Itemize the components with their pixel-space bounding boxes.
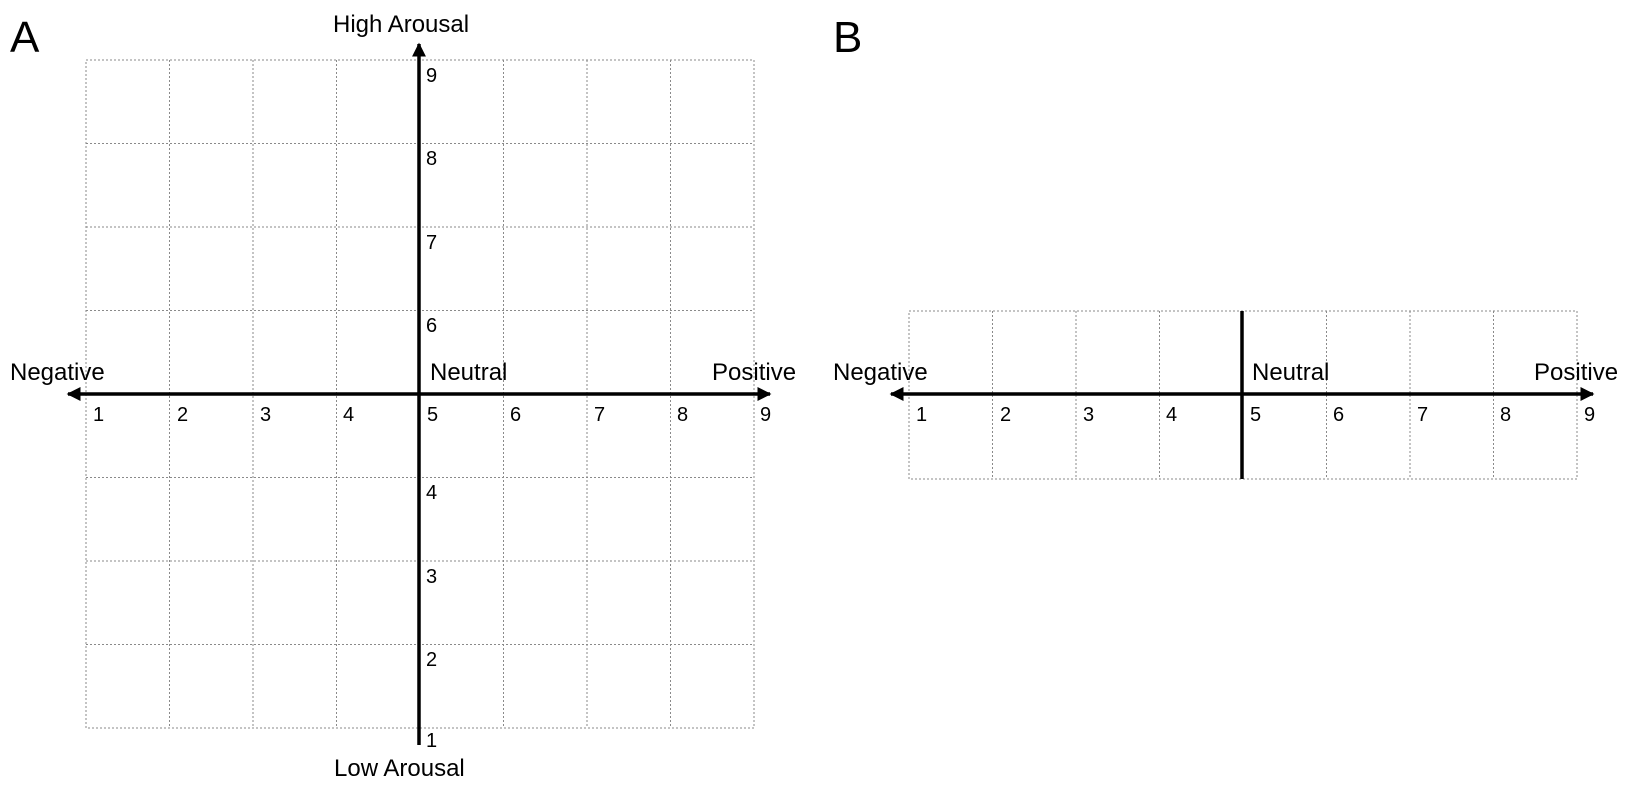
panel-a-x-tick: 6 <box>510 404 521 426</box>
panel-b-x-ticks: 1 2 3 4 5 6 7 8 9 <box>916 404 1595 426</box>
panel-a-x-tick: 9 <box>760 404 771 426</box>
panel-b-neutral-label: Neutral <box>1252 359 1329 386</box>
panel-a-x-ticks: 1 2 3 4 5 6 7 8 9 <box>93 404 771 426</box>
panel-a-x-tick: 4 <box>343 404 354 426</box>
panel-a-y-tick: 3 <box>426 566 437 588</box>
panel-b-x-tick: 3 <box>1083 404 1094 426</box>
panel-a-x-tick: 1 <box>93 404 104 426</box>
panel-b-x-tick: 9 <box>1584 404 1595 426</box>
panel-a-positive-label: Positive <box>712 359 796 386</box>
panel-a-negative-label: Negative <box>10 359 105 386</box>
panel-a-label: A <box>10 13 40 62</box>
panel-a-y-tick: 8 <box>426 148 437 170</box>
panel-b-x-tick: 1 <box>916 404 927 426</box>
panel-a-x-tick: 8 <box>677 404 688 426</box>
panel-a-low-arousal-label: Low Arousal <box>334 755 465 782</box>
panel-b-x-tick: 8 <box>1500 404 1511 426</box>
panel-a-y-tick: 6 <box>426 315 437 337</box>
panel-b-label: B <box>833 13 862 62</box>
panel-a-y-ticks: 9 8 7 6 4 3 2 1 <box>426 65 437 752</box>
panel-a-y-tick: 2 <box>426 649 437 671</box>
panel-a-x-tick: 5 <box>427 404 438 426</box>
panel-a: A High Arousal Low Arousal Negative Neut… <box>10 11 796 782</box>
panel-a-y-tick: 4 <box>426 482 437 504</box>
panel-b-positive-label: Positive <box>1534 359 1618 386</box>
panel-a-x-tick: 3 <box>260 404 271 426</box>
panel-a-x-tick: 2 <box>177 404 188 426</box>
panel-a-y-tick: 9 <box>426 65 437 87</box>
panel-b-x-tick: 6 <box>1333 404 1344 426</box>
panel-b-x-tick: 2 <box>1000 404 1011 426</box>
panel-b-x-tick: 4 <box>1166 404 1177 426</box>
panel-b-negative-label: Negative <box>833 359 928 386</box>
panel-a-high-arousal-label: High Arousal <box>333 11 469 38</box>
panel-b-x-tick: 7 <box>1417 404 1428 426</box>
panel-b-x-tick: 5 <box>1250 404 1261 426</box>
panel-a-y-tick: 1 <box>426 730 437 752</box>
panel-a-neutral-label: Neutral <box>430 359 507 386</box>
panel-a-x-tick: 7 <box>594 404 605 426</box>
panel-a-y-tick: 7 <box>426 232 437 254</box>
panel-b: B Negative Neutral Positive 1 2 3 4 5 6 … <box>833 13 1618 480</box>
